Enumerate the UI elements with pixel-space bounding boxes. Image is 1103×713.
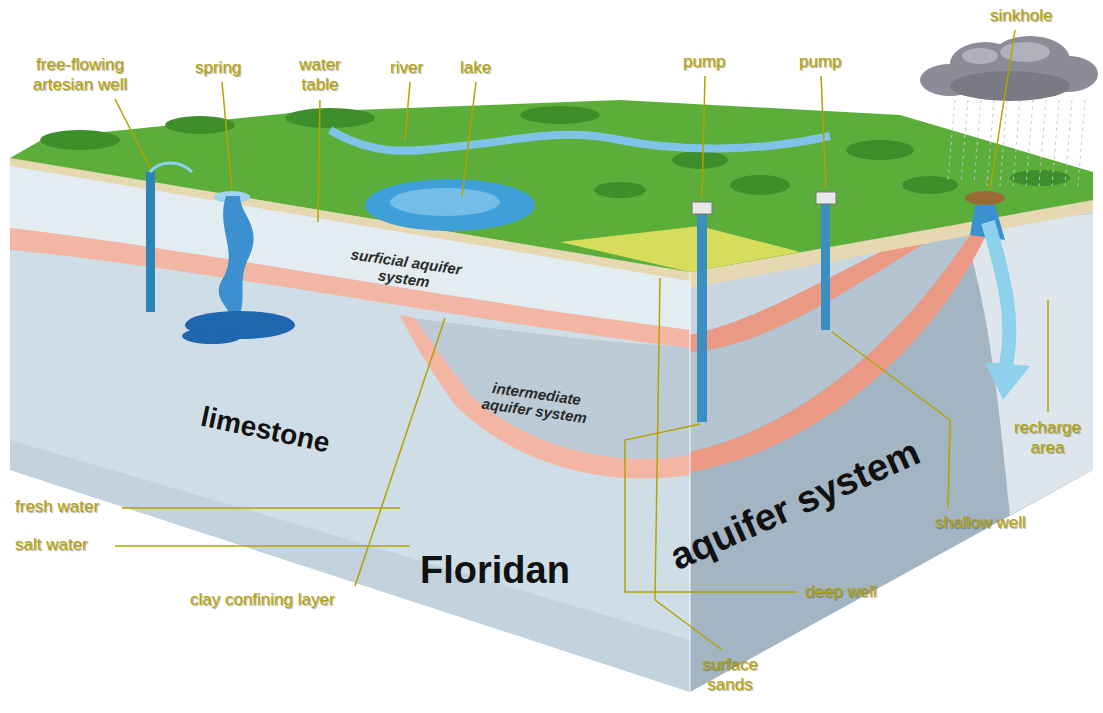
trees-part [594,182,646,198]
land-surface-part [560,226,800,272]
lake [365,179,535,231]
left-face-part [10,440,690,692]
land-surface-part [10,100,1093,272]
spring [182,191,295,344]
right-face-part [689,272,691,692]
leader-lines [115,30,1048,650]
recharge-arrow-part [988,222,1009,366]
leader-lines-part [990,30,1015,190]
clouds-part [950,71,1070,101]
deep-well [692,202,712,422]
rain [948,100,1085,186]
rain-part [974,100,981,184]
leader-lines-part [355,318,445,586]
right-face-part [960,214,1093,515]
leader-lines-part [702,76,705,198]
leader-lines-part [821,76,826,188]
leader-lines-part [115,545,410,547]
callout-label: surface sands [690,655,770,694]
rain-part [948,100,955,180]
rain-part [961,100,968,182]
callout-label: shallow well [935,513,1026,533]
recharge-arrow [985,222,1030,400]
callout-label: pump [799,52,842,72]
callout-label: fresh water [15,497,99,517]
callout-label: clay confining layer [190,590,335,610]
deep-well-part [697,214,707,422]
recharge-arrow-part [985,362,1030,400]
clouds-part [1000,42,1050,62]
leader-lines-part [115,99,150,168]
rain-part [1052,100,1059,186]
land-surface [10,100,1093,272]
clouds-part [962,48,998,64]
leader-lines-part [122,507,400,509]
callout-label: free-flowing artesian well [20,55,140,94]
leader-lines-part [462,82,476,196]
artesian-well [146,163,192,312]
spring-part [182,328,242,344]
lake-part [390,188,500,216]
callout-label: recharge area [1000,418,1095,457]
trees [40,106,1070,198]
leader-lines-part [1047,300,1049,412]
artesian-well-part [146,172,155,312]
shallow-well-part [821,204,830,330]
shallow-well-part [816,192,836,204]
rain-part [1000,100,1007,186]
trees-part [165,116,235,134]
callout-label: lake [460,58,491,78]
trees-part [902,176,958,194]
lake-part [365,179,535,231]
callout-label: spring [195,58,241,78]
trees-part [285,108,375,128]
callout-label: river [390,58,423,78]
spring-part [219,196,254,318]
sinkhole-part [965,191,1005,205]
artesian-well-part [150,163,192,172]
trees-part [520,106,600,124]
callout-label: salt water [15,535,88,555]
layer-label: Floridan [420,549,570,593]
rain-part [1078,100,1085,186]
rain-part [1013,100,1020,186]
leader-lines-part [655,278,722,650]
callout-label: deep well [805,582,877,602]
trees-part [40,130,120,150]
leader-lines-part [318,100,320,222]
callout-label: sinkhole [990,6,1052,26]
callout-label: water table [285,55,355,94]
rain-part [1039,100,1046,186]
shallow-well [816,192,836,330]
deep-well-part [692,202,712,214]
leader-lines-part [405,82,410,140]
trees-part [846,140,914,160]
leader-lines-part [222,82,232,190]
rain-part [1065,100,1072,186]
rain-part [1026,100,1033,186]
callout-label: pump [683,52,726,72]
trees-part [672,151,728,169]
trees-part [730,175,790,195]
